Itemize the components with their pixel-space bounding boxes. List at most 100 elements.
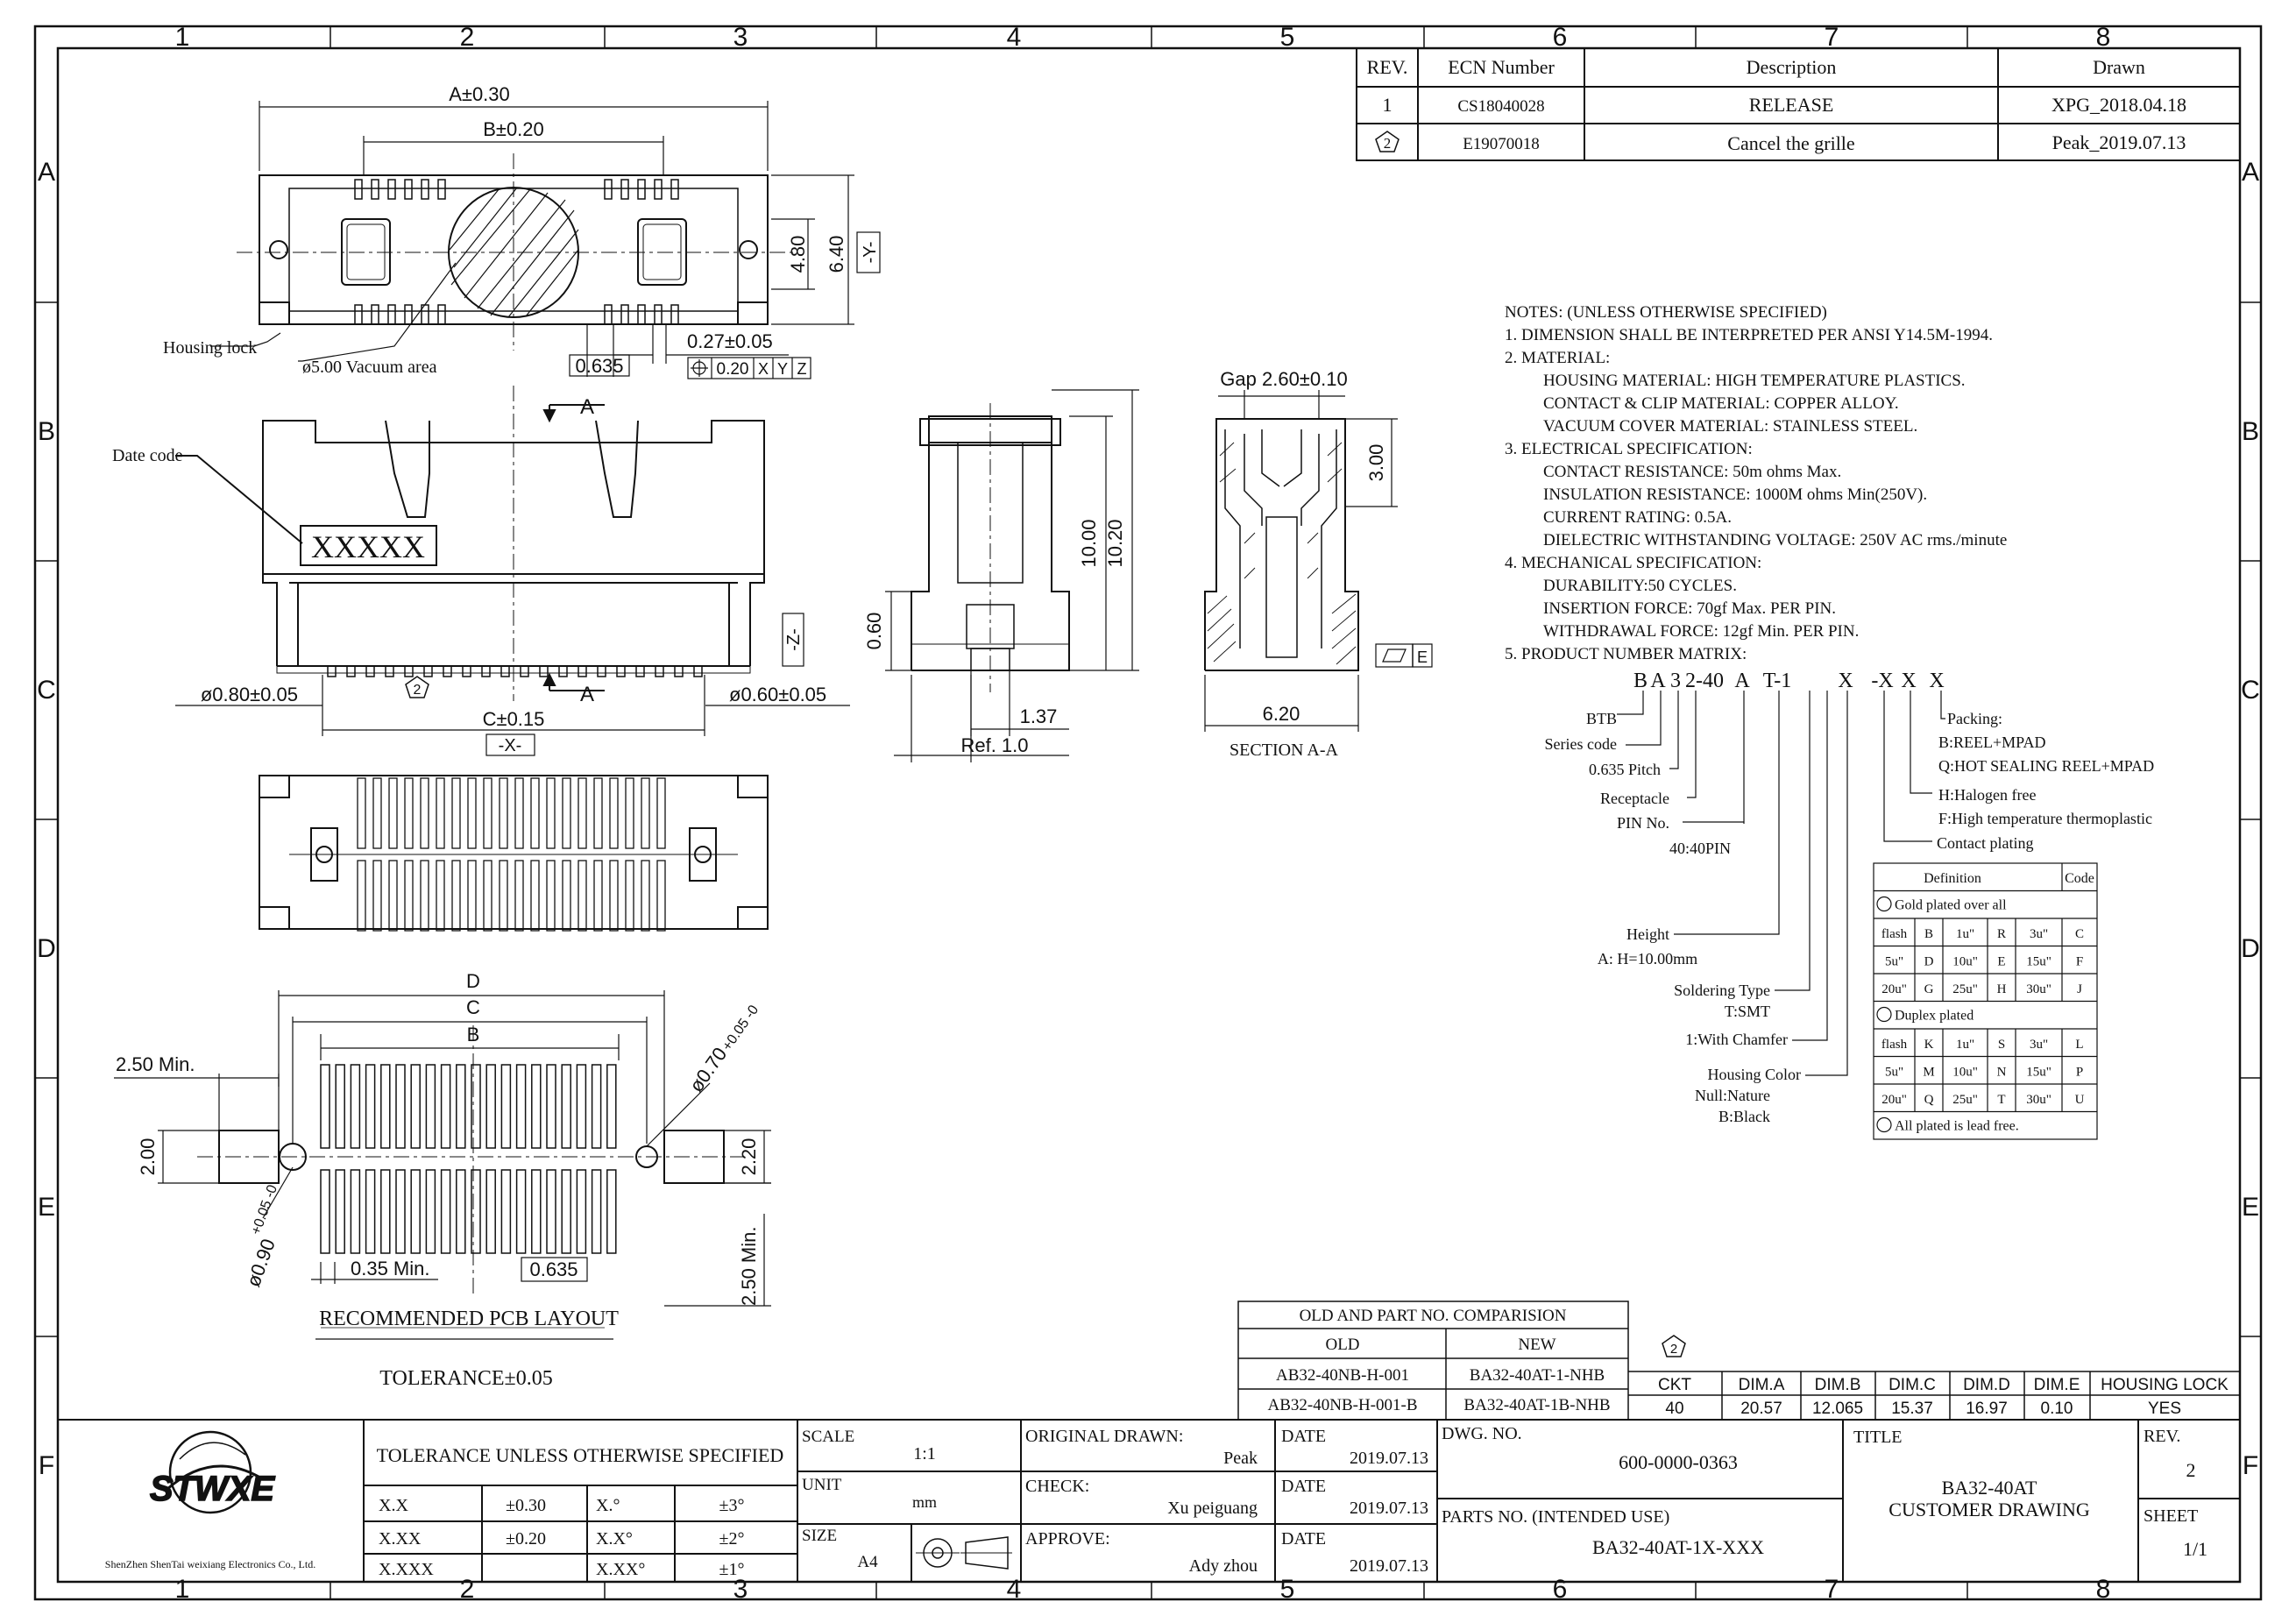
comparison-old-2: AB32-40NB-H-001-B <box>1268 1396 1418 1414</box>
tolerance-title: TOLERANCE UNLESS OTHERWISE SPECIFIED <box>377 1444 784 1466</box>
title-block <box>58 1419 2240 1582</box>
side-view-dims <box>885 389 1139 762</box>
row-label: C <box>37 676 56 705</box>
rev-label: REV. <box>2144 1427 2180 1446</box>
top-contact-pin <box>604 304 613 325</box>
company-logo-text: STWXE <box>150 1470 276 1508</box>
bottom-contact-pin <box>420 777 429 849</box>
front-contact-pin <box>655 665 664 677</box>
pcb-dim-b: B <box>467 1024 480 1045</box>
top-contact-pin <box>371 179 379 200</box>
bottom-contact-pin <box>357 777 366 849</box>
datum-z: -Z- <box>784 628 804 651</box>
bottom-view <box>259 775 769 932</box>
front-contact-pin <box>481 665 491 677</box>
pcb-min-250: 2.50 Min. <box>116 1053 195 1075</box>
date-1: 2019.07.13 <box>1350 1449 1428 1468</box>
gold-cell: D <box>1924 955 1934 969</box>
col-label: 8 <box>2096 1575 2111 1604</box>
col-label: 3 <box>733 1575 748 1604</box>
bottom-contact-pin <box>593 777 603 849</box>
duplex-cell: T <box>1997 1093 2005 1107</box>
plating-header-def: Definition <box>1924 871 1981 886</box>
matrix-label-right: F:High temperature thermoplastic <box>1938 810 2152 827</box>
housing-lock-label: Housing lock <box>163 338 257 358</box>
duplex-cell: U <box>2075 1093 2085 1107</box>
bottom-contact-pin <box>641 860 650 932</box>
row-label: B <box>38 417 55 446</box>
drawn-header: Drawn <box>2093 56 2145 78</box>
pcb-pad <box>365 1064 376 1149</box>
front-contact-pin <box>616 665 626 677</box>
dim-300: 3.00 <box>1365 444 1387 482</box>
matrix-label-right: B:REEL+MPAD <box>1938 734 2046 751</box>
gold-cell: 10u" <box>1952 955 1978 969</box>
plating-footer: All plated is lead free. <box>1895 1119 2019 1134</box>
col-label: 5 <box>1280 1575 1295 1604</box>
date-label-2: DATE <box>1281 1477 1326 1496</box>
notes-block: NOTES: (UNLESS OTHERWISE SPECIFIED)1. DI… <box>1505 303 2007 663</box>
bottom-contact-pin <box>546 777 556 849</box>
dim-1000: 10.00 <box>1078 519 1100 567</box>
sheet-label: SHEET <box>2144 1506 2198 1526</box>
matrix-label-right: H:Halogen free <box>1938 786 2036 804</box>
tol-xa-value: ±3° <box>719 1496 745 1515</box>
bottom-contact-pin <box>578 860 587 932</box>
note-line: CONTACT & CLIP MATERIAL: COPPER ALLOY. <box>1543 394 1899 413</box>
bottom-contact-pin <box>609 777 619 849</box>
pcb-pad <box>335 1064 345 1149</box>
pcb-dim-c: C <box>466 996 480 1018</box>
gdt-ref-y: Y <box>777 360 788 378</box>
pcb-pad <box>591 1064 602 1149</box>
front-contact-pin <box>327 665 337 677</box>
pcb-dim-220: 2.20 <box>738 1138 760 1176</box>
duplex-cell: 3u" <box>2030 1038 2048 1052</box>
matrix-label-left: B:Black <box>1718 1108 1770 1125</box>
gold-cell: H <box>1997 982 2007 996</box>
top-contact-pin <box>387 304 396 325</box>
tol-xxxa-value: ±1° <box>719 1560 745 1579</box>
ecn-2: E19070018 <box>1463 135 1540 153</box>
gold-cell: G <box>1924 982 1934 996</box>
pcb-pad <box>471 1064 481 1149</box>
unit-label: UNIT <box>802 1476 842 1494</box>
duplex-cell: 1u" <box>1956 1038 1974 1052</box>
dim-1020: 10.20 <box>1104 519 1126 567</box>
matrix-code-char: A <box>1734 670 1750 692</box>
bottom-contact-pin <box>530 860 540 932</box>
pcb-pad <box>335 1169 345 1254</box>
dim-value-d: 16.97 <box>1966 1400 2008 1418</box>
date-3: 2019.07.13 <box>1350 1556 1428 1576</box>
bottom-contact-pin <box>483 860 493 932</box>
gold-cell: J <box>2077 982 2082 996</box>
date-2: 2019.07.13 <box>1350 1499 1428 1518</box>
approve-value: Ady zhou <box>1189 1556 1258 1576</box>
duplex-cell: 25u" <box>1952 1093 1978 1107</box>
comparison-new-1: BA32-40AT-1-NHB <box>1470 1366 1605 1385</box>
pcb-pad <box>456 1064 466 1149</box>
row-label: F <box>39 1451 54 1480</box>
matrix-code-char: -X <box>1871 670 1893 692</box>
pcb-pad <box>425 1064 436 1149</box>
bottom-contact-pin <box>404 777 414 849</box>
top-contact-pin <box>404 304 413 325</box>
bottom-contact-pin <box>656 860 666 932</box>
pcb-pad <box>471 1169 481 1254</box>
dim-value-lock: YES <box>2148 1400 2181 1418</box>
tol-xxxx: X.XXX <box>379 1560 434 1579</box>
gold-cell: R <box>1997 927 2006 941</box>
pcb-pad <box>591 1169 602 1254</box>
rev-header: REV. <box>1367 56 1408 78</box>
bottom-contact-pin <box>530 777 540 849</box>
comparison-new-header: NEW <box>1518 1336 1555 1354</box>
note-line: WITHDRAWAL FORCE: 12gf Min. PER PIN. <box>1543 622 1859 641</box>
col-label: 1 <box>175 23 190 52</box>
rev-value: 2 <box>2186 1459 2196 1481</box>
top-contact-pin <box>637 304 646 325</box>
pcb-pad <box>380 1064 391 1149</box>
gold-cell: 3u" <box>2030 927 2048 941</box>
description-2: Cancel the grille <box>1727 132 1854 154</box>
col-label: 2 <box>460 23 475 52</box>
front-contact-pin <box>558 665 568 677</box>
